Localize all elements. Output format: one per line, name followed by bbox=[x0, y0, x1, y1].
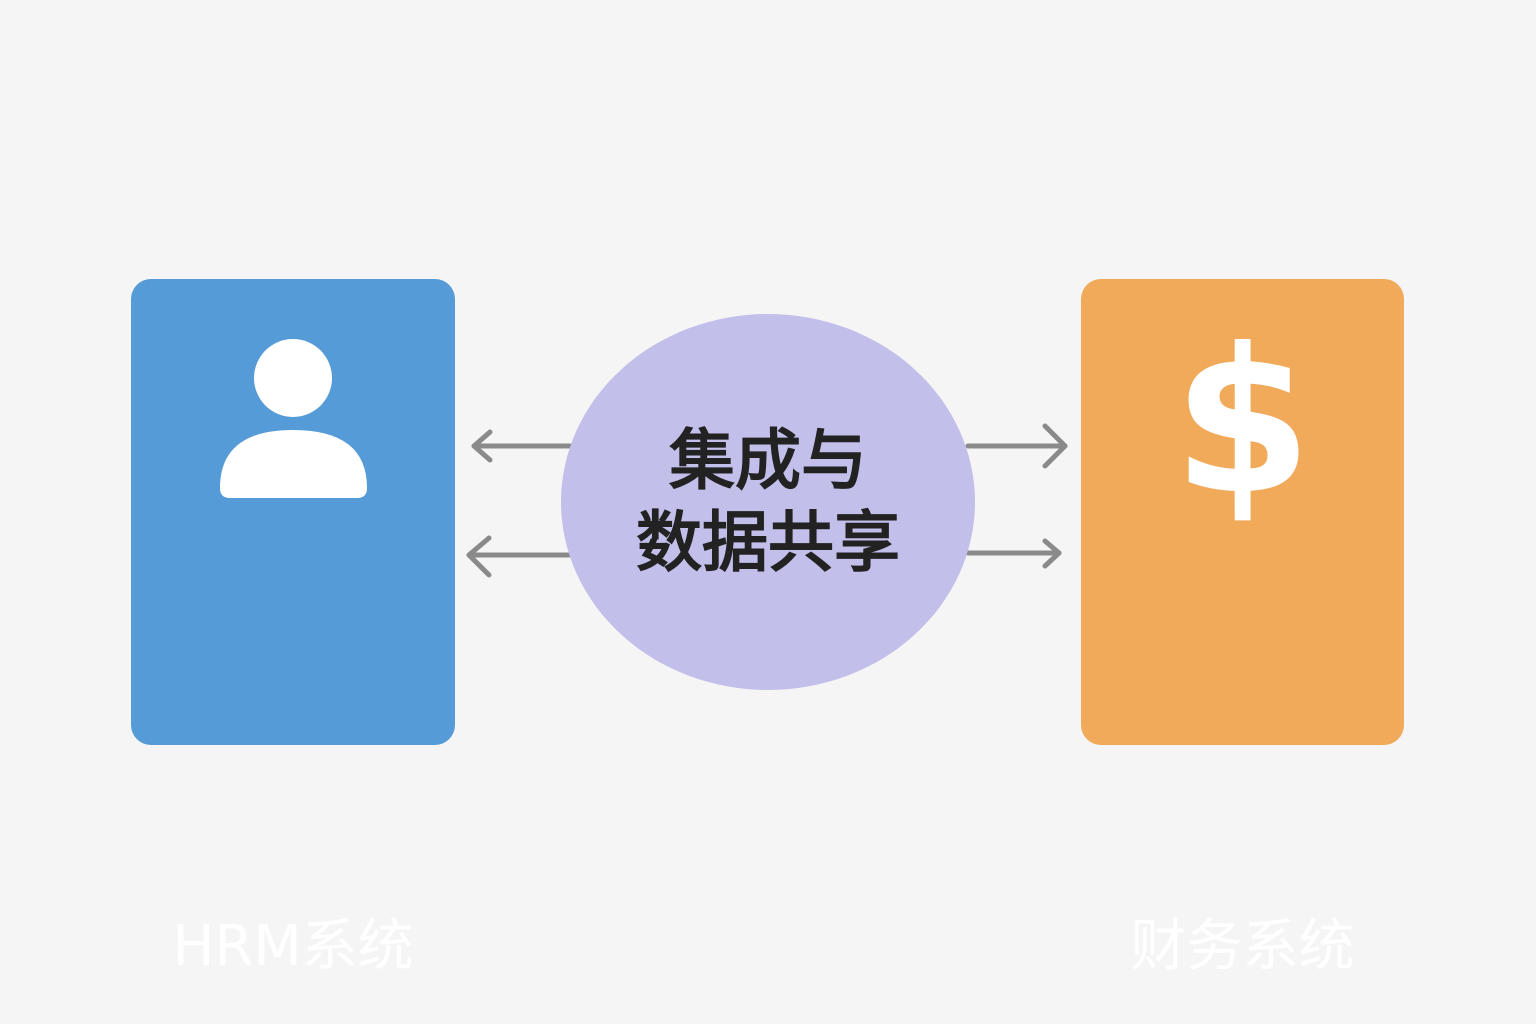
arrow-to-finance-top bbox=[965, 423, 1068, 469]
hub-label-line2: 数据共享 bbox=[636, 504, 900, 581]
arrow-to-hrm-top bbox=[471, 429, 573, 463]
hrm-label-wrap: HRM系统 bbox=[131, 279, 455, 979]
integration-hub bbox=[561, 314, 975, 690]
hub-label-line1: 集成与 bbox=[669, 422, 867, 499]
arrow-to-hrm-bottom bbox=[466, 535, 573, 578]
hub-label: 集成与 数据共享 bbox=[561, 420, 975, 584]
arrow-to-finance-bottom bbox=[965, 538, 1062, 569]
finance-system-label: 财务系统 bbox=[1130, 914, 1355, 979]
dollar-icon: $ bbox=[1172, 306, 1313, 539]
person-icon bbox=[220, 339, 367, 498]
hrm-system-label: HRM系统 bbox=[172, 914, 414, 979]
finance-system-box: 财务系统 bbox=[1081, 279, 1404, 979]
